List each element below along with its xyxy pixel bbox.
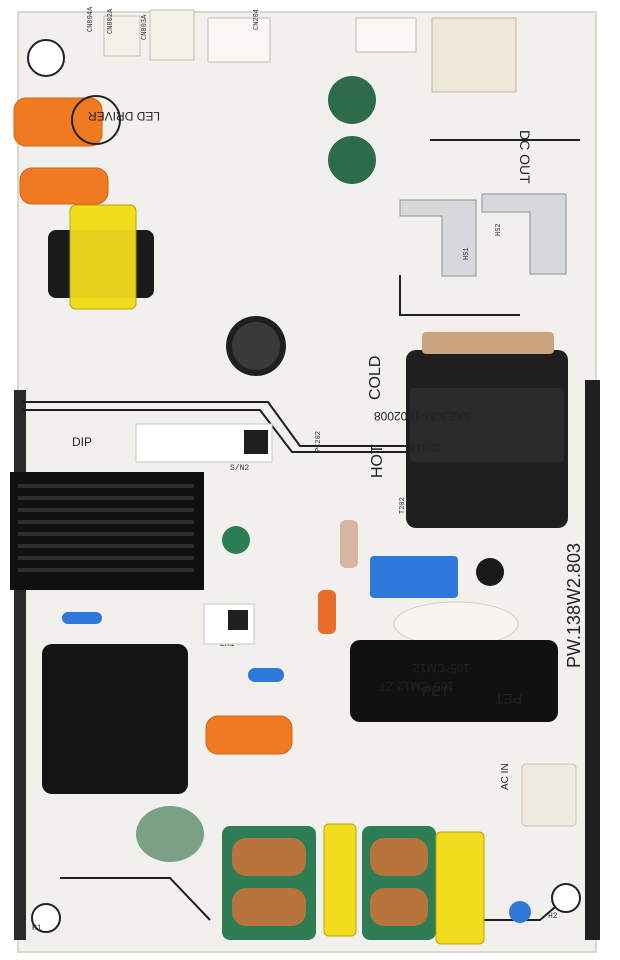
qr-code-small: [228, 610, 248, 630]
mark-cn802a: CN802A: [107, 8, 115, 34]
blue-capacitor: [370, 556, 458, 598]
transformer-winding-top: [422, 332, 554, 354]
mounting-hole-h4: [27, 39, 65, 77]
stickers: [135, 423, 273, 645]
led-driver-label: LED DRIVER: [88, 109, 160, 123]
electrolytic-center-top: [232, 322, 280, 370]
mark-h2: H2: [548, 912, 558, 921]
mark-cn204: CN204: [253, 9, 261, 30]
black-heatsink-left: [10, 472, 204, 590]
top-left-components: [13, 39, 154, 310]
heatsink-fins: [18, 484, 194, 572]
heatsink-hs1: [399, 199, 477, 277]
white-thermistor: [393, 601, 519, 647]
transformer-code: SAE30M-1002008: [374, 409, 472, 423]
connector-cn802a: [149, 9, 195, 61]
lower-board-components: [10, 472, 581, 945]
transformer-date: 22418: [409, 441, 440, 453]
dip-label: DIP: [72, 435, 92, 449]
filter-choke-left-coil-top: [232, 838, 306, 876]
connector-cn203: [355, 17, 417, 53]
electrolytic-small-right: [476, 558, 504, 586]
filter-choke-right-coil-top: [370, 838, 428, 876]
orange-resistor: [318, 590, 336, 634]
misc-small-parts: [62, 520, 531, 923]
led-driver-marker: [71, 95, 121, 145]
board-model-label: PW.138W2.803: [564, 543, 584, 668]
mark-cn803a: CN803A: [141, 14, 149, 40]
filter-choke-left-coil-bottom: [232, 888, 306, 926]
connector-cn803a: [431, 17, 517, 93]
top-connector-row: [103, 9, 517, 93]
transformer-core-face: [410, 388, 564, 462]
silkscreen-text: LED DRIVER DC OUT COLD HOT DIP AC IN PW.…: [72, 109, 584, 790]
mark-h1: H1: [32, 924, 42, 933]
small-orange-film: [205, 715, 293, 755]
component-marks: CN804A CN802A CN803A CN204 HS1 HS2 T202 …: [32, 6, 558, 933]
ac-in-label: AC IN: [500, 763, 511, 790]
upper-right-power-stage: [399, 193, 568, 528]
electrolytic-e202: [328, 76, 376, 124]
mark-hs1: HS1: [463, 247, 471, 260]
orange-film-capacitor-1: [13, 97, 103, 147]
qr-code-top: [244, 430, 268, 454]
electrolytic-e207: [222, 526, 250, 554]
ac-in-connector: [521, 763, 577, 827]
mark-pc202: PC202: [315, 431, 323, 452]
electrolytic-e204: [328, 136, 376, 184]
pet-top-label: PET: [494, 691, 522, 707]
yellow-capacitor-right: [435, 831, 485, 945]
heatsink-hs2: [481, 193, 567, 275]
blue-cap-mid: [248, 668, 284, 682]
mounting-hole-h2: [551, 883, 581, 913]
hot-label: HOT: [369, 444, 386, 478]
cold-label: COLD: [367, 356, 384, 400]
large-capacitor-pet: [350, 640, 558, 722]
blue-cap-left: [62, 612, 102, 624]
connector-cn804a: [103, 15, 141, 57]
orange-film-capacitor-2: [19, 167, 109, 205]
top-electrolytics: [222, 76, 504, 586]
dc-out-label: DC OUT: [517, 130, 533, 184]
blue-cap-right: [509, 901, 531, 923]
pet-bottom-label: PET: [422, 683, 450, 699]
yellow-inductor-overlay: [69, 204, 137, 310]
connector-cn204: [207, 17, 271, 63]
yellow-x-capacitor: [323, 823, 357, 937]
cap-text-top: 105°CM12: [413, 661, 470, 675]
small-transformer-left: [42, 644, 188, 794]
resistor-r238: [340, 520, 358, 568]
mark-hs2: HS2: [495, 223, 503, 236]
green-resistor-dipped: [136, 806, 204, 862]
board-right-shadow: [585, 380, 600, 940]
filter-choke-right-coil-bottom: [370, 888, 428, 926]
mark-t202: T202: [399, 497, 407, 514]
mark-cn804a: CN804A: [87, 6, 95, 32]
sn-label: S/N2: [230, 464, 249, 473]
cap-text-bottom: 105°CM12 ZT: [379, 679, 454, 693]
mounting-hole-h1: [31, 903, 61, 933]
